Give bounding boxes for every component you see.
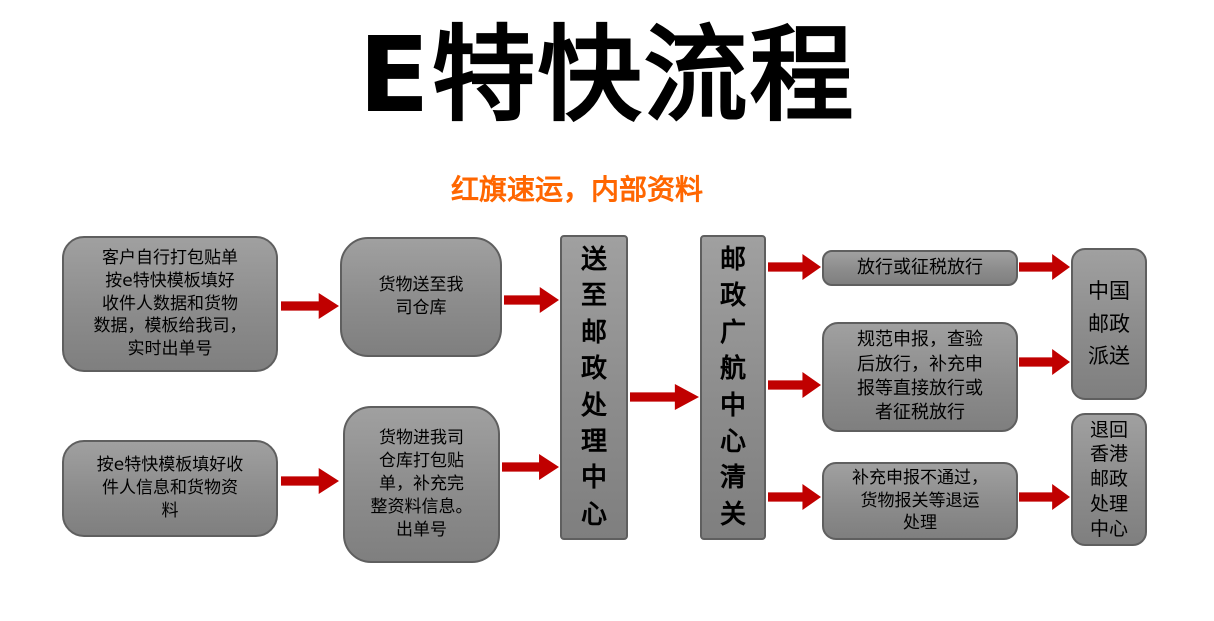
arrow-deliver-to-postal	[504, 287, 559, 313]
arrow-customs-to-fail	[768, 484, 821, 510]
arrow-declare-to-chinapost	[1019, 349, 1070, 375]
node-deliver-to-warehouse: 货物送至我 司仓库	[340, 237, 502, 357]
arrow-warehouse-to-postal	[502, 454, 559, 480]
arrow-template-to-warehouse	[281, 468, 339, 494]
node-customs-clearance-center: 邮 政 广 航 中 心 清 关	[700, 235, 766, 540]
node-release-or-tax-release: 放行或征税放行	[822, 250, 1018, 286]
page-title: E特快流程	[358, 14, 856, 136]
arrow-customs-to-declare	[768, 372, 821, 398]
node-standard-declaration: 规范申报，查验 后放行，补充申 报等直接放行或 者征税放行	[822, 322, 1018, 432]
arrow-fail-to-return	[1019, 484, 1070, 510]
node-return-hongkong-post: 退回 香港 邮政 处理 中心	[1071, 413, 1147, 546]
node-declaration-failed: 补充申报不通过， 货物报关等退运 处理	[822, 462, 1018, 540]
page-subtitle: 红旗速运，内部资料	[450, 173, 703, 206]
arrow-postal-to-customs	[630, 384, 699, 410]
node-fill-template: 按e特快模板填好收 件人信息和货物资 料	[62, 440, 278, 537]
node-warehouse-pack-label: 货物进我司 仓库打包贴 单，补充完 整资料信息。 出单号	[343, 406, 500, 563]
arrow-release-to-chinapost	[1019, 254, 1070, 280]
node-china-post-delivery: 中国 邮政 派送	[1071, 248, 1147, 400]
node-customer-self-pack: 客户自行打包贴单 按e特快模板填好 收件人数据和货物 数据，模板给我司， 实时出…	[62, 236, 278, 372]
arrow-pack-to-deliver	[281, 293, 339, 319]
node-postal-processing-center: 送 至 邮 政 处 理 中 心	[560, 235, 628, 540]
arrow-customs-to-release	[768, 254, 821, 280]
